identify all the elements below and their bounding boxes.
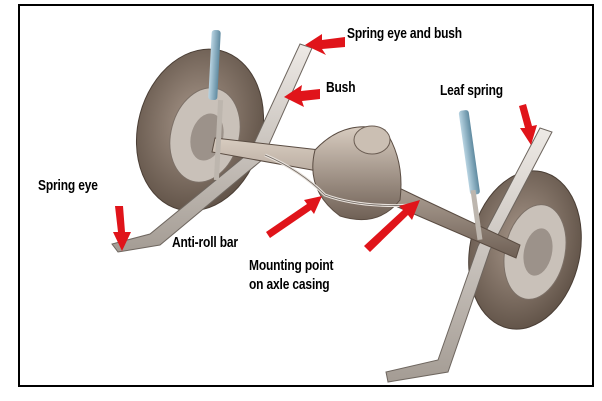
arrow-anti-roll-bar [266,196,322,238]
label-mounting-point-line2: on axle casing [249,276,330,293]
label-leaf-spring: Leaf spring [440,82,503,99]
arrow-bush [284,85,320,107]
arrow-spring-eye [113,206,131,251]
label-mounting-point-line1: Mounting point [249,257,334,274]
label-spring-eye: Spring eye [38,177,98,194]
right-leaf-spring [385,127,553,383]
label-spring-eye-and-bush: Spring eye and bush [347,25,462,42]
label-bush: Bush [326,79,356,96]
left-shock-absorber [208,29,224,181]
arrow-mounting-point [364,200,420,252]
arrow-leaf-spring [519,104,537,145]
label-anti-roll-bar: Anti-roll bar [172,234,238,251]
right-shock-absorber [458,110,483,241]
arrow-spring-eye-and-bush [305,34,345,55]
diagram-frame [18,4,594,387]
